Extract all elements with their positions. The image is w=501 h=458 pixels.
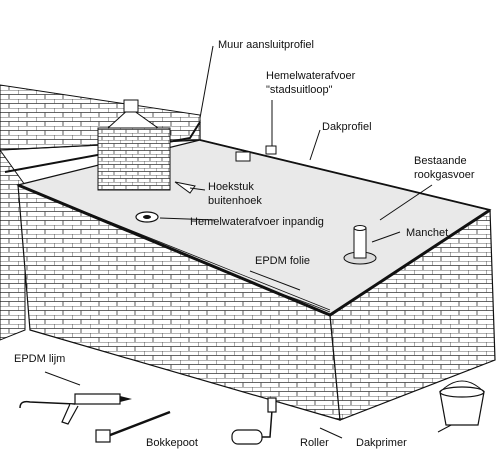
label-dakprimer: Dakprimer [356, 437, 407, 449]
label-bestaande-2: rookgasvoer [414, 169, 475, 181]
paint-roller-icon [231, 397, 277, 445]
flue-pipe-icon [343, 225, 377, 265]
bokkepoot-tool-icon [95, 410, 171, 443]
label-bestaande-1: Bestaande [414, 155, 467, 167]
label-muur-aansluitprofiel: Muur aansluitprofiel [218, 39, 314, 51]
label-roller: Roller [300, 437, 329, 449]
label-epdm-folie: EPDM folie [255, 255, 310, 267]
glue-gun-icon [19, 393, 132, 425]
overflow-outlet [235, 151, 251, 162]
label-bokkepoot: Bokkepoot [146, 437, 198, 449]
chimney-icon [97, 99, 171, 191]
label-hemelwaterafvoer-2: "stadsuitloop" [266, 84, 333, 96]
left-wall [0, 149, 26, 341]
corner-piece [174, 181, 196, 194]
label-manchet: Manchet [406, 227, 448, 239]
label-epdm-lijm: EPDM lijm [14, 353, 65, 365]
label-hemelwaterafvoer-1: Hemelwaterafvoer [266, 70, 356, 82]
wall-profile [4, 121, 201, 173]
primer-bucket-icon [439, 380, 485, 426]
leader-lines [44, 45, 471, 439]
label-dakprofiel: Dakprofiel [322, 121, 372, 133]
label-hoekstuk-2: buitenhoek [208, 195, 262, 207]
label-hemelwaterafvoer-inpandig: Hemelwaterafvoer inpandig [190, 216, 324, 228]
label-hoekstuk-1: Hoekstuk [208, 181, 254, 193]
